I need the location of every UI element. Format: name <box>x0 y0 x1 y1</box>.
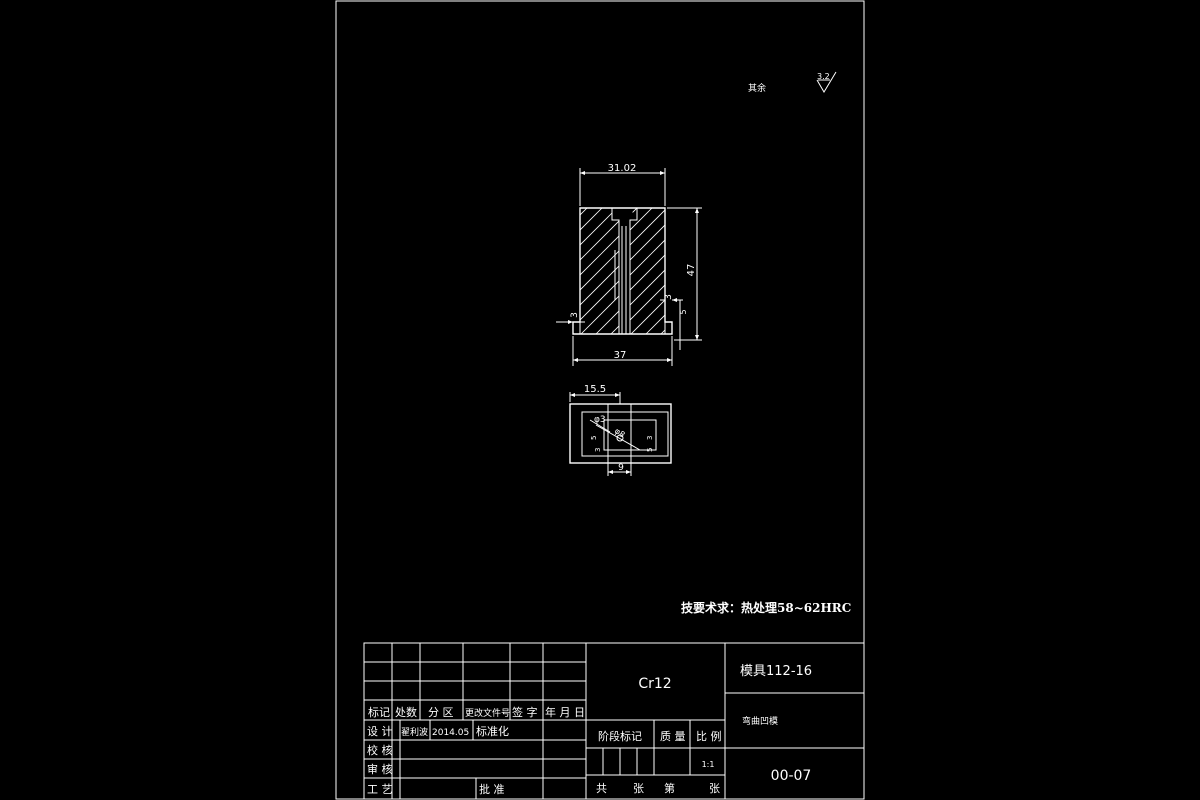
dim-top-width: 31.02 <box>608 163 637 174</box>
dim-hole: φ3 <box>594 415 606 425</box>
header-date: 年 月 日 <box>545 705 585 719</box>
header-sign: 签 字 <box>512 705 538 719</box>
standardization-label: 标准化 <box>476 724 509 738</box>
dim-right-small: 5 <box>679 309 688 314</box>
scale-label: 比 例 <box>696 729 722 743</box>
header-mark: 标记 <box>368 705 390 719</box>
dim-right-b: 5 <box>646 448 654 452</box>
dim-right-step: 3 <box>664 294 674 300</box>
dim-left-step: 3 <box>570 312 580 318</box>
sheets-total-label: 共 <box>596 782 607 795</box>
dim-offset: 15.5 <box>584 384 606 395</box>
dim-height: 47 <box>686 264 697 277</box>
material: Cr12 <box>638 676 671 692</box>
check-label: 校 核 <box>367 743 393 757</box>
sheets-unit-label: 张 <box>633 782 644 795</box>
dim-bottom-width: 37 <box>614 350 627 361</box>
front-hatch-right <box>630 208 665 334</box>
drawing-number: 00-07 <box>771 768 812 784</box>
tech-requirement: 技要术求：热处理58~62HRC <box>681 600 851 615</box>
dim-diag: φ8 <box>613 426 627 439</box>
review-label: 审 核 <box>367 762 393 776</box>
weight-label: 质 量 <box>660 730 686 743</box>
header-count: 处数 <box>395 706 417 719</box>
design-date: 2014.05 <box>432 728 469 738</box>
sheet-no-label: 第 <box>664 781 675 795</box>
drawing-frame <box>335 0 865 800</box>
front-hatch-left <box>580 208 619 334</box>
title-block: Cr12 模具112-16 弯曲凹模 00-07 标记 处数 分 区 更改文件号… <box>363 642 865 800</box>
design-label: 设 计 <box>367 725 393 738</box>
header-zone: 分 区 <box>428 706 454 719</box>
approve-label: 批 准 <box>479 782 505 796</box>
drawing-title: 模具112-16 <box>740 664 812 679</box>
dim-bottom: 9 <box>618 463 624 473</box>
front-view: 31.02 47 37 3 3 5 <box>556 163 702 366</box>
top-view: 15.5 φ3 φ8 5 3 3 5 9 <box>569 384 672 476</box>
dim-right-a: 3 <box>646 436 654 440</box>
scale-value: 1:1 <box>702 760 715 769</box>
dim-left-a: 5 <box>590 436 598 440</box>
header-change-doc: 更改文件号 <box>465 707 510 719</box>
stage-label: 阶段标记 <box>598 729 642 743</box>
roughness-label: 其余 <box>748 82 766 94</box>
designer: 翟利波 <box>401 726 428 738</box>
roughness-symbol-icon <box>816 71 837 93</box>
dim-left-b: 3 <box>594 448 602 452</box>
sheet-unit2-label: 张 <box>709 782 720 795</box>
roughness-value: 3.2 <box>817 72 830 81</box>
part-name: 弯曲凹模 <box>742 715 778 727</box>
process-label: 工 艺 <box>367 783 393 796</box>
